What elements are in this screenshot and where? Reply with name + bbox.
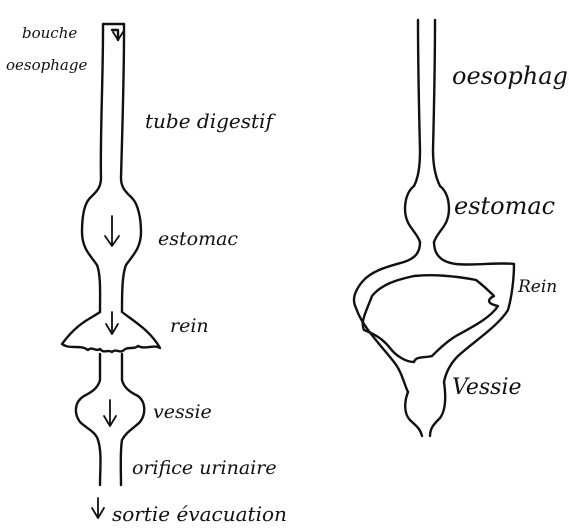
left-tube-lower-left <box>76 354 101 485</box>
label-rein-right: Rein <box>517 277 557 297</box>
right-esophagus-wall-right <box>433 20 440 186</box>
left-arrow-exit <box>92 498 104 518</box>
label-tube-digestif: tube digestif <box>145 109 276 133</box>
label-rein-left: rein <box>170 315 209 337</box>
right-stomach-shape <box>405 186 449 242</box>
right-bladder-shape <box>405 382 445 436</box>
right-digestive-tract-diagram: oesophage estomac Rein Vessie <box>354 20 569 436</box>
label-sortie-evacuation: sortie évacuation <box>112 502 287 526</box>
label-orifice-urinaire: orifice urinaire <box>132 457 277 479</box>
label-oesophage-left: oesophage <box>6 56 87 74</box>
label-vessie-right: Vessie <box>452 375 522 400</box>
left-arrow-kidney <box>106 312 118 334</box>
label-estomac-right: estomac <box>454 192 555 220</box>
left-arrow-stomach <box>105 216 119 246</box>
left-arrow-bladder <box>104 400 116 426</box>
right-esophagus-wall-left <box>414 20 420 186</box>
label-estomac-left: estomac <box>158 228 238 250</box>
label-bouche: bouche <box>22 24 77 42</box>
left-tube-wall-right <box>121 34 141 312</box>
label-oesophage-right: oesophage <box>452 62 569 90</box>
right-kidney-outer-right <box>434 242 514 382</box>
left-digestive-tract-diagram: bouche oesophage tube digestif estomac r… <box>6 24 287 526</box>
label-vessie-left: vessie <box>153 401 212 423</box>
